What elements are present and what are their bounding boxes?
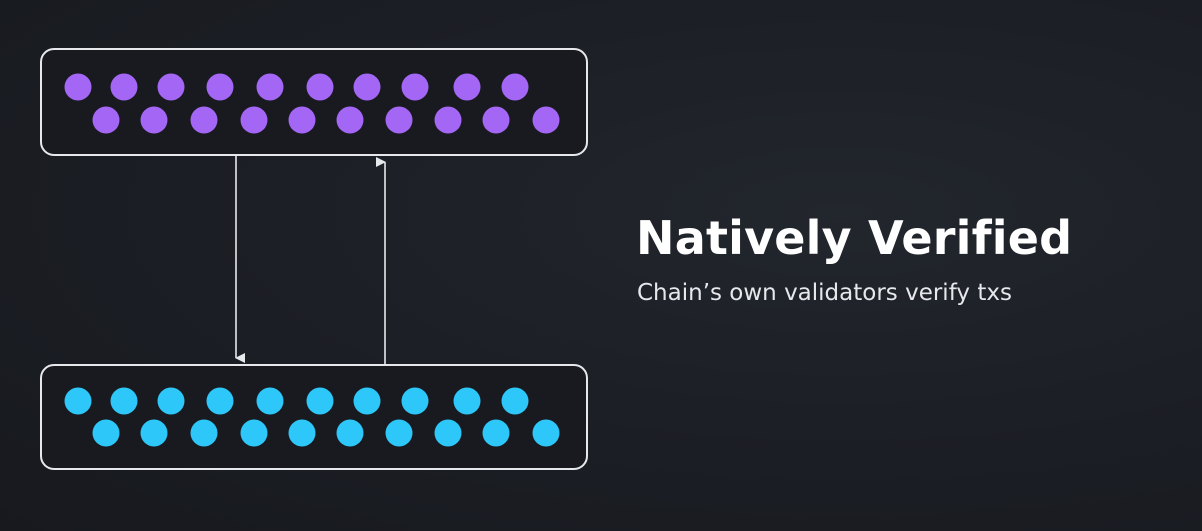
validator-dot [385, 419, 413, 447]
validator-dot [532, 419, 560, 447]
subtitle: Chain’s own validators verify txs [637, 280, 1012, 306]
validator-dot [434, 419, 462, 447]
validator-dot [501, 73, 529, 101]
validator-dot [140, 106, 168, 134]
validator-dot [110, 387, 138, 415]
validator-dot [288, 106, 316, 134]
top-validator-group-box [40, 48, 588, 156]
validator-dot [336, 419, 364, 447]
validator-dot [157, 387, 185, 415]
validator-dot [64, 73, 92, 101]
validator-dot [532, 106, 560, 134]
validator-dot [288, 419, 316, 447]
validator-dot [240, 106, 268, 134]
bottom-validator-group-box [40, 364, 588, 470]
validator-dot [157, 73, 185, 101]
bottom-validator-dots [64, 387, 560, 447]
top-validator-dots [64, 73, 560, 134]
validator-dot [453, 387, 481, 415]
validator-dot [92, 106, 120, 134]
validator-dot [306, 73, 334, 101]
validator-dot [206, 73, 234, 101]
validator-dot [401, 73, 429, 101]
validator-dot [256, 387, 284, 415]
validator-dot [482, 419, 510, 447]
validator-dot [501, 387, 529, 415]
validator-dot [256, 73, 284, 101]
validator-dot [64, 387, 92, 415]
validator-dot [385, 106, 413, 134]
validator-dot [353, 387, 381, 415]
validator-dot [353, 73, 381, 101]
validator-dot [482, 106, 510, 134]
validator-dot [401, 387, 429, 415]
validator-dot [140, 419, 168, 447]
validator-dot [110, 73, 138, 101]
title: Natively Verified [636, 211, 1073, 265]
validator-dot [190, 106, 218, 134]
validator-dot [240, 419, 268, 447]
validator-dot [206, 387, 234, 415]
validator-dot [336, 106, 364, 134]
validator-dot [306, 387, 334, 415]
validator-dot [434, 106, 462, 134]
validator-dot [453, 73, 481, 101]
validator-dot [190, 419, 218, 447]
validator-dot [92, 419, 120, 447]
